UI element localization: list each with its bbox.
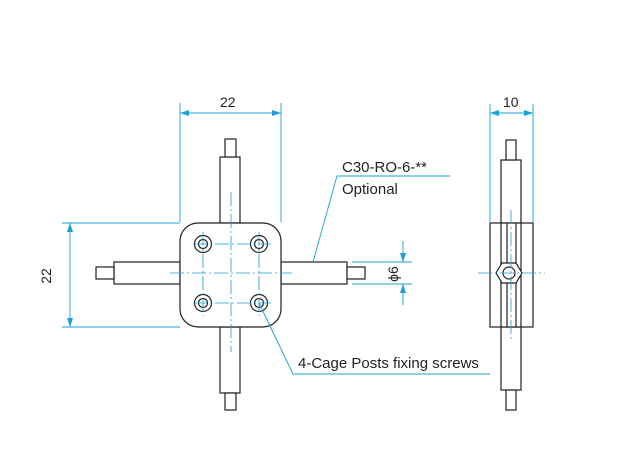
height-dimension (62, 222, 180, 328)
height-dimension-label: 22 (38, 268, 54, 284)
top-rod (219, 156, 241, 224)
screws-label: 4-Cage Posts fixing screws (298, 355, 479, 372)
rod-diameter-label: ϕ6 (385, 266, 401, 282)
front-view (95, 138, 366, 411)
optional-label: Optional (342, 181, 398, 198)
cube-block (179, 222, 282, 328)
right-rod-tip (346, 266, 366, 280)
width-dimension (179, 103, 282, 222)
optional-leader (312, 175, 450, 263)
side-bottom-rod (500, 326, 522, 391)
left-rod-tip (95, 266, 115, 280)
rod-diameter-dimension (352, 241, 412, 305)
width-dimension-label: 22 (220, 94, 236, 110)
bottom-rod (219, 326, 241, 394)
side-top-rod-tip (505, 139, 517, 161)
side-view (478, 139, 545, 411)
top-rod-tip (224, 138, 237, 158)
side-bottom-rod-tip (505, 389, 517, 411)
optional-part-number: C30-RO-6-** (342, 159, 428, 176)
screw-leader (258, 302, 490, 375)
side-width-dimension (489, 104, 534, 222)
bottom-rod-tip (224, 392, 237, 411)
side-width-dimension-label: 10 (503, 94, 519, 110)
